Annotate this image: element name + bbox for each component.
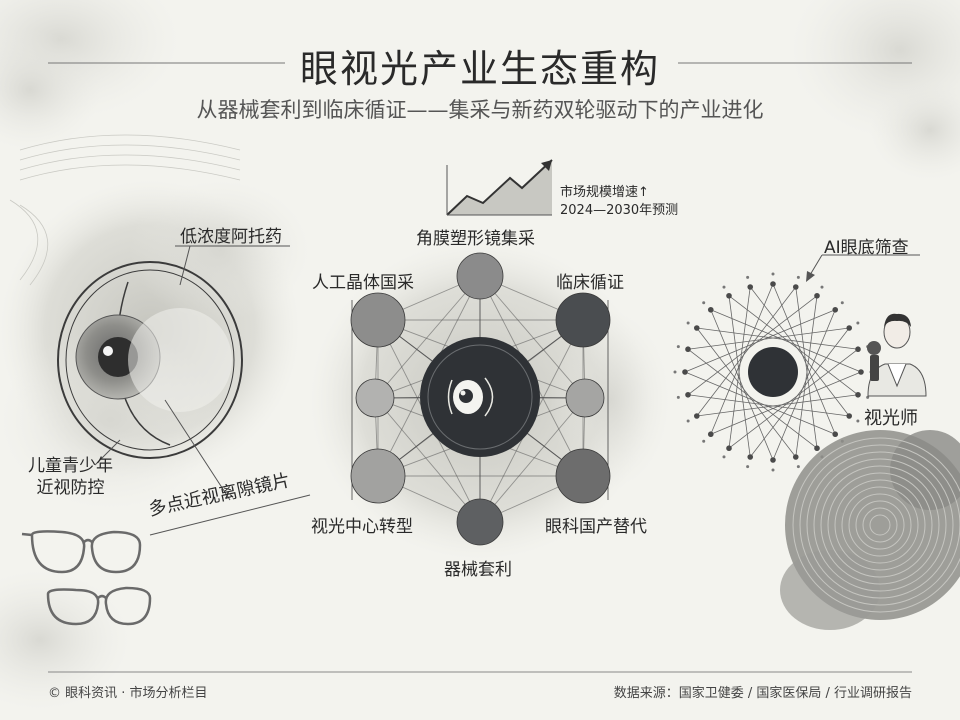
burst-dot — [685, 346, 691, 353]
ink-wash-top-right — [790, 0, 960, 180]
market-growth-label: 市场规模增速↑ 2024—2030年预测 — [560, 184, 678, 220]
burst-dot — [814, 292, 820, 299]
label-myopia-line2: 近视防控 — [36, 478, 105, 498]
central-eye-icon — [420, 337, 540, 457]
node-label-clinical: 临床循证 — [556, 273, 624, 293]
burst-dot — [693, 325, 700, 331]
market-growth-chart — [446, 159, 553, 216]
burst-dot — [832, 306, 839, 313]
node-optometry-center — [350, 448, 406, 504]
burst-dot — [832, 431, 839, 438]
burst-dot — [770, 281, 776, 287]
label-atropine: 低浓度阿托药 — [180, 227, 282, 247]
concentric-rings — [792, 437, 960, 613]
footer-copyright: © 眼科资讯 · 市场分析栏目 — [48, 686, 208, 701]
burst-dot — [707, 431, 714, 438]
eye-illustration — [57, 261, 243, 459]
burst-dot — [792, 454, 799, 460]
network-nodes — [350, 252, 611, 546]
contour-lines-left — [9, 134, 241, 286]
node-label-domestic: 眼科国产替代 — [545, 517, 647, 537]
node-label-device-arbitrage: 器械套利 — [444, 560, 512, 580]
node-clinical — [555, 292, 611, 348]
market-growth-line1: 市场规模增速↑ — [560, 185, 649, 200]
optometrist-figure — [867, 313, 927, 397]
burst-dot — [726, 445, 732, 452]
burst-dot — [707, 306, 714, 313]
glasses-icon-2 — [46, 586, 152, 626]
ai-leader-arrow — [806, 254, 920, 282]
glasses-icon — [21, 530, 142, 574]
ink-wash-top-left — [0, 0, 180, 150]
burst-dot — [855, 346, 861, 353]
burst-dot — [855, 391, 861, 398]
ai-fundus-radial-burst — [673, 272, 873, 472]
burst-dot — [747, 454, 754, 460]
market-growth-line2: 2024—2030年预测 — [560, 203, 679, 218]
node-corneal — [456, 252, 504, 300]
burst-dot — [846, 413, 853, 419]
node-iol — [350, 292, 406, 348]
burst-dot — [770, 457, 776, 463]
node-label-corneal: 角膜塑形镜集采 — [416, 229, 535, 249]
label-ai-fundus: AI眼底筛查 — [824, 238, 909, 258]
node-domestic — [555, 448, 611, 504]
node-inner-left — [355, 378, 395, 418]
leader-lines-left — [94, 245, 311, 536]
burst-dot — [747, 284, 754, 290]
ai-core-dot — [748, 347, 798, 397]
label-optometrist: 视光师 — [864, 408, 918, 429]
burst-dot — [814, 445, 820, 452]
burst-dot — [693, 413, 700, 419]
node-label-optometry-center: 视光中心转型 — [311, 517, 413, 537]
burst-dot — [792, 284, 799, 290]
burst-dot — [726, 292, 732, 299]
node-label-iol: 人工晶体国采 — [312, 273, 414, 293]
burst-dot — [858, 369, 864, 375]
label-myopia-control: 儿童青少年 近视防控 — [28, 455, 113, 499]
page-subtitle: 从器械套利到临床循证——集采与新药双轮驱动下的产业进化 — [196, 98, 764, 122]
node-device-arbitrage — [456, 498, 504, 546]
footer-source: 数据来源：国家卫健委 / 国家医保局 / 行业调研报告 — [613, 686, 912, 701]
node-inner-right — [565, 378, 605, 418]
burst-dot — [846, 325, 853, 331]
label-myopia-line1: 儿童青少年 — [28, 456, 113, 476]
burst-dot — [682, 369, 688, 375]
page-title: 眼视光产业生态重构 — [299, 47, 660, 91]
burst-dot — [685, 391, 691, 398]
